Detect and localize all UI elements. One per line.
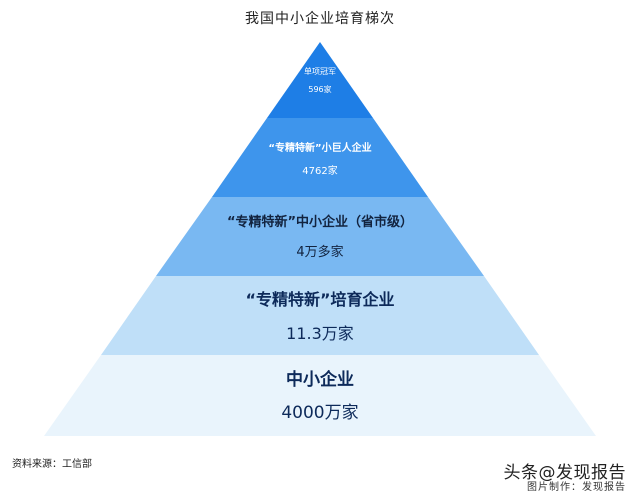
tier-5-name: 中小企业	[286, 369, 354, 390]
tier-2-name: “专精特新”小巨人企业	[268, 141, 371, 154]
tier-4-name: “专精特新”培育企业	[245, 290, 394, 309]
image-credit: 图片制作：发现报告	[527, 482, 626, 493]
tier-5-shape	[44, 355, 596, 436]
diagram-title: 我国中小企业培育梯次	[245, 11, 395, 27]
tier-3-count: 4万多家	[296, 244, 343, 260]
source-note: 资料来源：工信部	[12, 459, 92, 470]
tier-1-count: 596家	[308, 84, 331, 94]
tier-3-name: “专精特新”中小企业（省市级）	[227, 214, 413, 230]
tier-5-count: 4000万家	[281, 403, 358, 423]
watermark: 头条@发现报告	[503, 463, 626, 483]
tier-2-count: 4762家	[302, 164, 337, 177]
tier-4-shape	[101, 276, 539, 355]
tier-1-name: 单项冠军	[304, 66, 336, 76]
tier-1-shape	[267, 42, 373, 118]
tier-4-count: 11.3万家	[286, 324, 354, 343]
tier-2-shape	[212, 118, 428, 197]
tier-3-shape	[156, 197, 484, 276]
